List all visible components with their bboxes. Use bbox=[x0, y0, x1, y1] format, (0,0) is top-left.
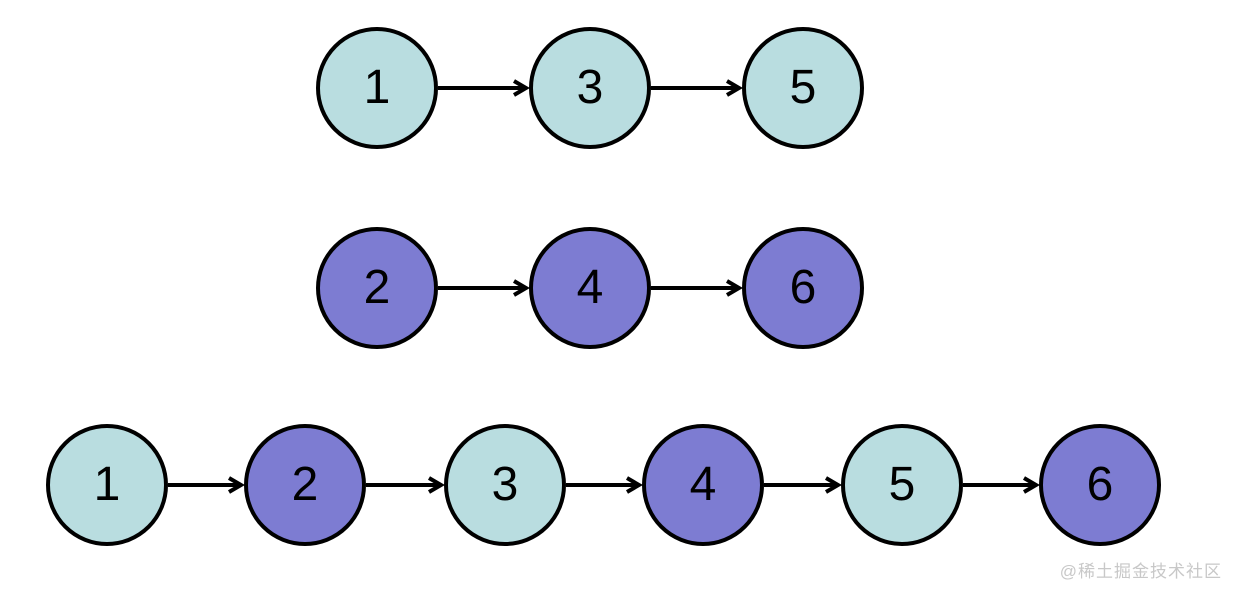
arrow bbox=[438, 79, 530, 97]
arrow bbox=[651, 79, 743, 97]
list-node: 5 bbox=[841, 424, 963, 546]
list-node: 3 bbox=[529, 27, 651, 149]
list-node: 1 bbox=[316, 27, 438, 149]
list-node: 6 bbox=[742, 227, 864, 349]
list-node: 2 bbox=[316, 227, 438, 349]
arrow bbox=[963, 476, 1040, 494]
arrow bbox=[764, 476, 842, 494]
arrow bbox=[566, 476, 643, 494]
list-node: 2 bbox=[244, 424, 366, 546]
arrow bbox=[366, 476, 445, 494]
list-node: 4 bbox=[529, 227, 651, 349]
list-node: 3 bbox=[444, 424, 566, 546]
list-node: 4 bbox=[642, 424, 764, 546]
arrow bbox=[168, 476, 245, 494]
arrow bbox=[651, 279, 743, 297]
watermark: @稀土掘金技术社区 bbox=[1059, 562, 1222, 581]
list-node: 5 bbox=[742, 27, 864, 149]
list-node: 6 bbox=[1039, 424, 1161, 546]
list-node: 1 bbox=[46, 424, 168, 546]
arrow bbox=[438, 279, 530, 297]
